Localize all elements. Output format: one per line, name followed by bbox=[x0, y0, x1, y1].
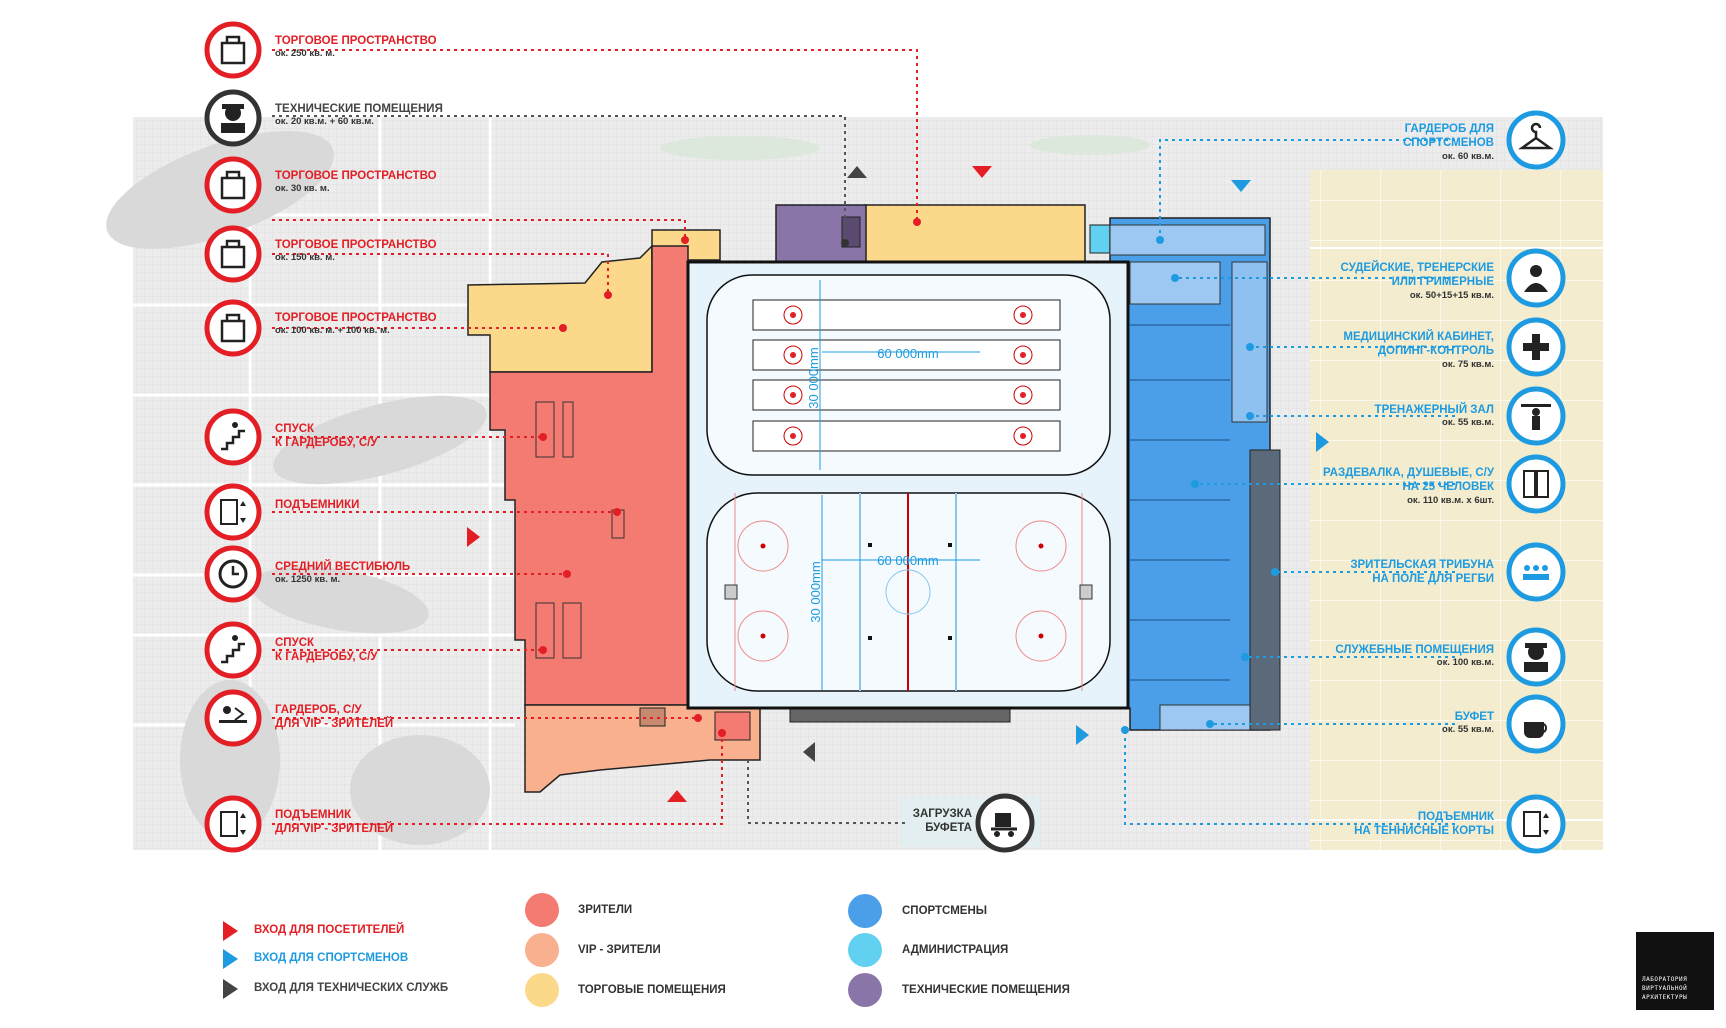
legend-swatch-technical bbox=[848, 973, 882, 1007]
legend-administration: АДМИНИСТРАЦИЯ bbox=[902, 944, 1009, 956]
lab-logo: ЛАБОРАТОРИЯ ВИРТУАЛЬНОЙ АРХИТЕКТУРЫ bbox=[1636, 932, 1714, 1010]
retail-zone-north bbox=[864, 204, 1086, 263]
coffee-cup-icon bbox=[1524, 722, 1547, 738]
hockey-width-label: 30 000mm bbox=[808, 561, 823, 622]
left-leader-lines bbox=[272, 49, 918, 825]
legend-swatch-administration bbox=[848, 933, 882, 967]
legend-technical: ТЕХНИЧЕСКИЕ ПОМЕЩЕНИЯ bbox=[902, 984, 1070, 996]
rugby-stand bbox=[1249, 449, 1281, 731]
athlete-entrance-legend-arrow bbox=[223, 949, 238, 969]
hanger-icon bbox=[1518, 122, 1554, 150]
legend-swatch-vip bbox=[525, 933, 559, 967]
referee-icon bbox=[1524, 265, 1548, 292]
legend-swatch-retail bbox=[525, 973, 559, 1007]
legend-athlete-entrance: ВХОД ДЛЯ СПОРТСМЕНОВ bbox=[254, 952, 409, 964]
curling-sheets bbox=[752, 299, 1061, 452]
shopping-bag-icon bbox=[220, 170, 246, 200]
right-leader-lines bbox=[1124, 139, 1455, 825]
technical-entrance-arrow bbox=[803, 742, 815, 762]
cart-icon bbox=[991, 813, 1017, 837]
worker-icon bbox=[1524, 643, 1548, 672]
legend-spectators: ЗРИТЕЛИ bbox=[578, 904, 633, 916]
legend-technical-entrance: ВХОД ДЛЯ ТЕХНИЧЕСКИХ СЛУЖБ bbox=[254, 982, 449, 994]
medical-cross-icon bbox=[1523, 334, 1549, 360]
legend-retail: ТОРГОВЫЕ ПОМЕЩЕНИЯ bbox=[578, 984, 726, 996]
legend-visitor-entrance: ВХОД ДЛЯ ПОСЕТИТЕЛЕЙ bbox=[254, 924, 405, 936]
curling-length-label: 60 000mm bbox=[877, 346, 938, 361]
shopping-bag-icon bbox=[220, 313, 246, 343]
stairs-down-icon bbox=[221, 635, 245, 664]
athlete-entrance-arrow bbox=[1316, 432, 1329, 452]
technical-entrance-legend-arrow bbox=[223, 979, 238, 999]
elevator-icon bbox=[220, 499, 246, 525]
elevator-icon bbox=[220, 811, 246, 837]
cloakroom-icon bbox=[219, 706, 247, 723]
right-icon-column bbox=[1506, 110, 1566, 854]
legend-swatch-spectators bbox=[525, 893, 559, 927]
stairs-down-icon bbox=[221, 422, 245, 451]
curling-width-label: 30 000mm bbox=[806, 347, 821, 408]
hockey-length-label: 60 000mm bbox=[877, 553, 938, 568]
technical-entrance-arrow bbox=[847, 166, 867, 178]
visitor-entrance-arrow bbox=[467, 527, 480, 547]
worker-icon bbox=[221, 104, 245, 133]
vip-zone bbox=[524, 704, 761, 793]
locker-icon bbox=[1523, 470, 1549, 498]
spectators-zone bbox=[489, 245, 689, 706]
shopping-bag-icon bbox=[220, 239, 246, 269]
legend-vip: VIP - ЗРИТЕЛИ bbox=[578, 944, 661, 956]
shopping-bag-icon bbox=[220, 35, 246, 65]
spectators-icon bbox=[1523, 565, 1549, 580]
elevator-icon bbox=[1523, 811, 1549, 837]
athlete-entrance-arrow bbox=[1231, 180, 1251, 192]
visitor-entrance-arrow bbox=[667, 790, 687, 802]
weightlifter-icon bbox=[1521, 404, 1551, 430]
left-icon-column bbox=[204, 21, 262, 853]
legend-swatch-athletes bbox=[848, 894, 882, 928]
athlete-entrance-arrow bbox=[1076, 725, 1089, 745]
legend-athletes: СПОРТСМЕНЫ bbox=[902, 905, 988, 917]
callout-elevators: ПОДЪЕМНИКИ bbox=[275, 499, 360, 511]
visitor-entrance-arrow bbox=[972, 166, 992, 178]
clock-icon bbox=[218, 559, 248, 589]
visitor-entrance-legend-arrow bbox=[223, 921, 238, 941]
